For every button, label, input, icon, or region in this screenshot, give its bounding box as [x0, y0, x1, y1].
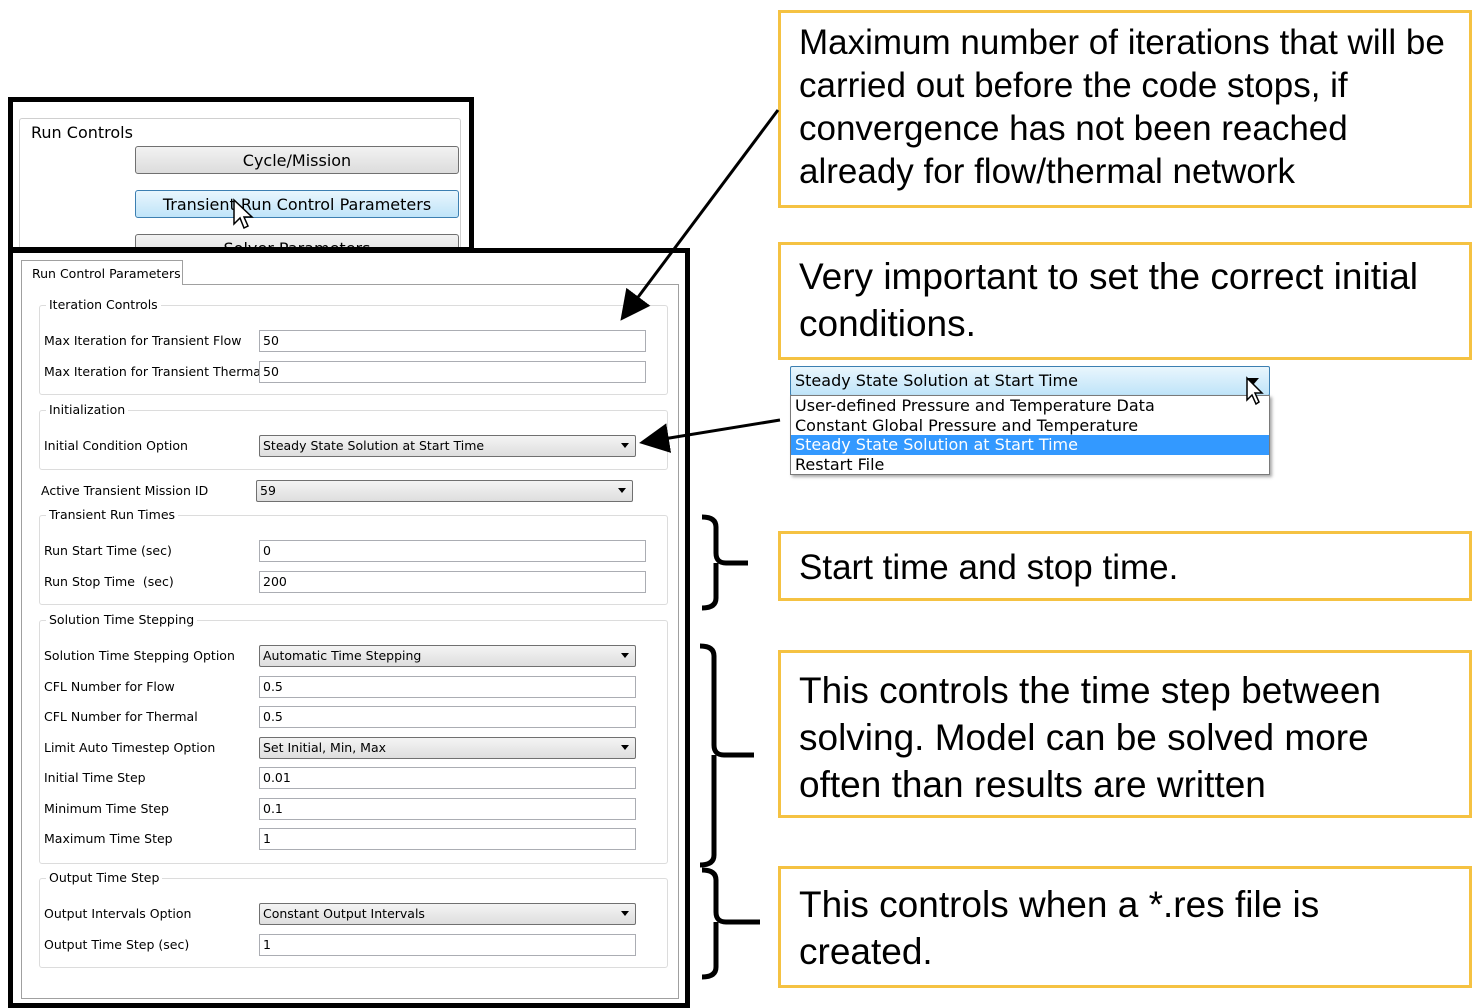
- cfl-flow-field[interactable]: 0.5: [259, 676, 636, 698]
- output-intervals-value: Constant Output Intervals: [263, 906, 425, 921]
- mouse-cursor-icon: [1246, 376, 1264, 406]
- mouse-cursor-icon: [233, 198, 254, 230]
- active-mission-dropdown[interactable]: 59: [256, 480, 633, 502]
- initial-condition-popup-select[interactable]: Steady State Solution at Start Time: [790, 366, 1270, 396]
- option-restart-file[interactable]: Restart File: [795, 454, 885, 474]
- option-constant-global[interactable]: Constant Global Pressure and Temperature: [795, 415, 1139, 435]
- popup-selected-value: Steady State Solution at Start Time: [795, 371, 1078, 390]
- bracket-run-times: [701, 514, 748, 611]
- maximum-time-step-label: Maximum Time Step: [44, 831, 173, 846]
- chevron-down-icon: [621, 443, 629, 448]
- chevron-down-icon: [618, 488, 626, 493]
- run-controls-group: Run Controls: [19, 118, 461, 247]
- maximum-time-step-field[interactable]: 1: [259, 828, 636, 850]
- chevron-down-icon: [621, 911, 629, 916]
- iteration-controls-group: Iteration Controls: [39, 297, 668, 395]
- chevron-down-icon: [621, 653, 629, 658]
- limit-timestep-value: Set Initial, Min, Max: [263, 740, 387, 755]
- minimum-time-step-field[interactable]: 0.1: [259, 798, 636, 820]
- output-intervals-dropdown[interactable]: Constant Output Intervals: [259, 903, 636, 925]
- callout-iterations: Maximum number of iterations that will b…: [778, 10, 1472, 208]
- bracket-output: [701, 867, 760, 980]
- transient-run-control-parameters-button[interactable]: Transient Run Control Parameters: [135, 190, 459, 218]
- run-times-title: Transient Run Times: [46, 507, 179, 522]
- callout-initial-conditions: Very important to set the correct initia…: [778, 242, 1472, 360]
- initial-condition-dropdown[interactable]: Steady State Solution at Start Time: [259, 435, 636, 457]
- run-controls-title: Run Controls: [28, 123, 136, 142]
- initial-time-step-label: Initial Time Step: [44, 770, 146, 785]
- max-iter-thermal-label: Max Iteration for Transient Thermal: [44, 364, 265, 379]
- callout-run-times: Start time and stop time.: [778, 531, 1472, 601]
- output-time-step-group: Output Time Step: [39, 870, 668, 968]
- run-start-label: Run Start Time (sec): [44, 543, 172, 558]
- active-mission-label: Active Transient Mission ID: [41, 483, 209, 498]
- run-controls-panel: Run Controls Cycle/Mission Transient Run…: [8, 97, 474, 252]
- iteration-controls-title: Iteration Controls: [46, 297, 161, 312]
- params-body: Iteration Controls Max Iteration for Tra…: [21, 284, 679, 999]
- option-steady-state[interactable]: Steady State Solution at Start Time: [791, 435, 1269, 455]
- active-mission-value: 59: [260, 483, 276, 498]
- output-intervals-label: Output Intervals Option: [44, 906, 192, 921]
- cfl-thermal-label: CFL Number for Thermal: [44, 709, 198, 724]
- run-stop-label: Run Stop Time (sec): [44, 574, 174, 589]
- initial-condition-value: Steady State Solution at Start Time: [263, 438, 485, 453]
- cfl-thermal-field[interactable]: 0.5: [259, 706, 636, 728]
- time-stepping-group: Solution Time Stepping: [39, 612, 668, 864]
- output-step-field[interactable]: 1: [259, 934, 636, 956]
- callout-output: This controls when a *.res file is creat…: [778, 866, 1472, 988]
- time-stepping-title: Solution Time Stepping: [46, 612, 198, 627]
- chevron-down-icon: [1247, 378, 1259, 385]
- stepping-option-dropdown[interactable]: Automatic Time Stepping: [259, 645, 636, 667]
- cycle-mission-button[interactable]: Cycle/Mission: [135, 146, 459, 174]
- chevron-down-icon: [621, 745, 629, 750]
- minimum-time-step-label: Minimum Time Step: [44, 801, 169, 816]
- arrow-to-iteration-controls: [620, 109, 780, 321]
- output-step-label: Output Time Step (sec): [44, 937, 190, 952]
- stepping-option-value: Automatic Time Stepping: [263, 648, 422, 663]
- max-iter-thermal-field[interactable]: 50: [259, 361, 646, 383]
- output-time-step-title: Output Time Step: [46, 870, 163, 885]
- bracket-time-stepping: [699, 643, 754, 868]
- limit-timestep-label: Limit Auto Timestep Option: [44, 740, 216, 755]
- initialization-title: Initialization: [46, 402, 129, 417]
- callout-time-stepping: This controls the time step between solv…: [778, 650, 1472, 818]
- run-control-parameters-panel: Run Control Parameters Iteration Control…: [8, 248, 690, 1008]
- solver-parameters-button[interactable]: Solver Parameters: [135, 234, 459, 247]
- initial-time-step-field[interactable]: 0.01: [259, 767, 636, 789]
- initial-condition-options-list: User-defined Pressure and Temperature Da…: [790, 395, 1270, 475]
- initial-condition-label: Initial Condition Option: [44, 438, 188, 453]
- cfl-flow-label: CFL Number for Flow: [44, 679, 175, 694]
- max-iter-flow-field[interactable]: 50: [259, 330, 646, 352]
- option-user-defined[interactable]: User-defined Pressure and Temperature Da…: [795, 396, 1155, 415]
- run-start-field[interactable]: 0: [259, 540, 646, 562]
- run-stop-field[interactable]: 200: [259, 571, 646, 593]
- stepping-option-label: Solution Time Stepping Option: [44, 648, 235, 663]
- initialization-group: Initialization: [39, 402, 668, 470]
- arrow-to-initial-condition: [639, 418, 781, 453]
- run-times-group: Transient Run Times: [39, 507, 668, 605]
- max-iter-flow-label: Max Iteration for Transient Flow: [44, 333, 242, 348]
- limit-timestep-dropdown[interactable]: Set Initial, Min, Max: [259, 737, 636, 759]
- tab-run-control-parameters[interactable]: Run Control Parameters: [21, 260, 183, 285]
